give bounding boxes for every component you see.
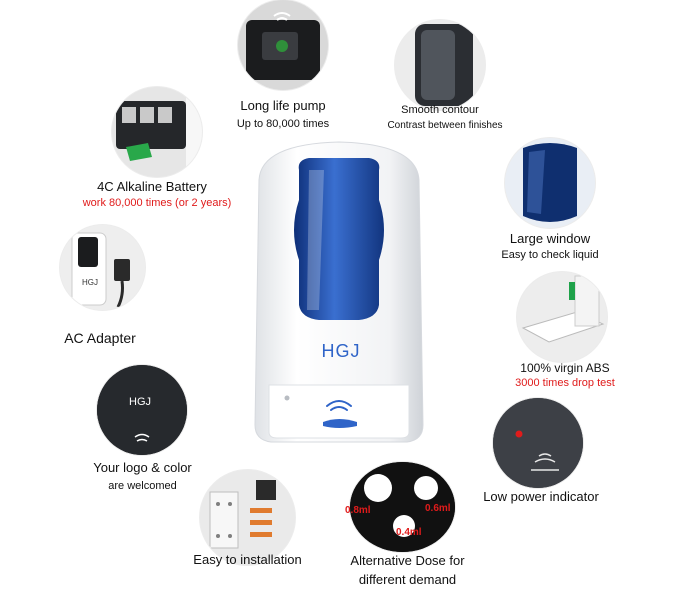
battery-title: 4C Alkaline Battery: [97, 179, 207, 194]
dose-label-0-8: 0.8ml: [345, 505, 371, 516]
abs-subtitle: 3000 times drop test: [515, 377, 615, 389]
dose-label-0-6: 0.6ml: [425, 503, 451, 514]
logo-photo: HGJ: [97, 365, 187, 455]
pump-photo: [238, 0, 328, 90]
installation-title: Easy to installation: [193, 552, 302, 567]
window-photo: [505, 138, 595, 228]
led-indicator-icon: [515, 430, 523, 438]
dose-title-2: different demand: [358, 572, 457, 587]
contour-subtitle: Contrast between finishes: [387, 120, 503, 131]
dose-photo: [350, 462, 455, 552]
abs-photo: [517, 272, 607, 362]
pump-title: Long life pump: [240, 98, 326, 113]
logo-subtitle: are welcomed: [108, 480, 177, 492]
contour-photo: [395, 20, 485, 110]
adapter-title: AC Adapter: [64, 330, 136, 346]
svg-text:HGJ: HGJ: [82, 278, 98, 287]
contour-title: Smooth contour: [401, 104, 479, 116]
svg-text:HGJ: HGJ: [129, 396, 151, 408]
logo-title: Your logo & color: [93, 460, 192, 475]
battery-subtitle: work 80,000 times (or 2 years): [82, 197, 232, 209]
abs-title: 100% virgin ABS: [520, 361, 610, 375]
dispenser-product-image: [254, 141, 424, 443]
wave-sensor-icon: [326, 400, 352, 411]
brand-logo: HGJ: [321, 341, 361, 361]
hand-icon: [531, 453, 559, 471]
battery-photo: [112, 87, 202, 177]
battery-icon: [116, 97, 202, 167]
dose-label-0-4: 0.4ml: [396, 527, 422, 538]
window-title: Large window: [509, 231, 591, 246]
indicator-title: Low power indicator: [483, 489, 599, 504]
window-subtitle: Easy to check liquid: [501, 249, 599, 261]
indicator-photo: [493, 398, 583, 488]
wave-sensor-icon: [134, 433, 150, 442]
pump-subtitle: Up to 80,000 times: [236, 118, 330, 130]
dose-title: Alternative Dose for: [350, 553, 465, 568]
wave-sensor-icon: [273, 12, 291, 21]
installation-photo: [200, 470, 295, 565]
adapter-photo: HGJ: [60, 225, 145, 310]
